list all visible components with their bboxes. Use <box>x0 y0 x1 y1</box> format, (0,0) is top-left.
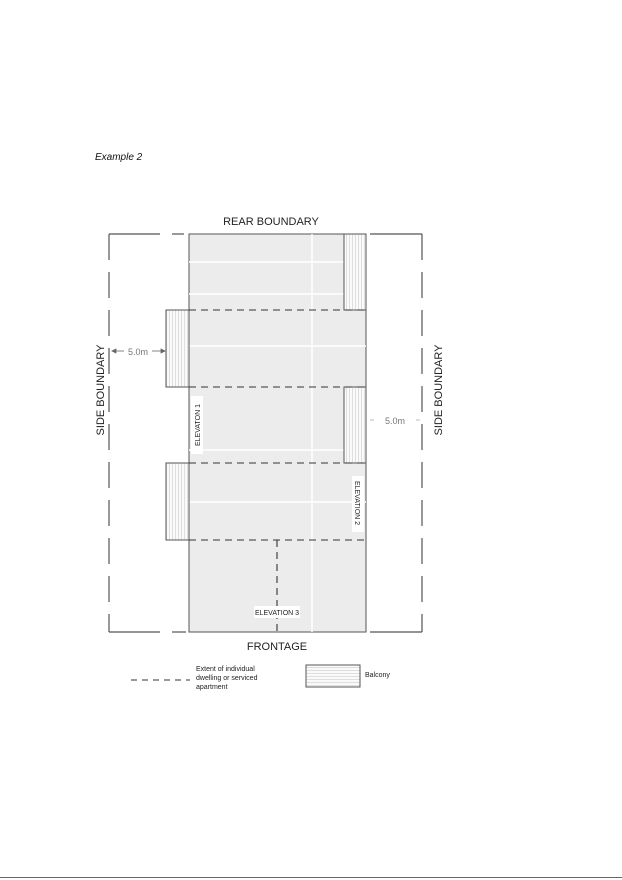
setback-left-label: 5.0m <box>128 347 148 357</box>
balcony-4 <box>165 462 190 541</box>
setback-left-dimension <box>111 348 166 354</box>
dwelling-extent-lines <box>189 309 366 632</box>
balcony-2 <box>165 309 190 388</box>
example-caption: Example 2 <box>95 152 143 163</box>
side-boundary-left-label: SIDE BOUNDARY <box>95 344 107 436</box>
rear-boundary-label: REAR BOUNDARY <box>223 216 319 228</box>
balcony-1 <box>343 233 367 311</box>
page-footer-rule <box>0 877 622 878</box>
elevation-3-label: ELEVATION 3 <box>255 610 299 617</box>
side-boundary-right-label: SIDE BOUNDARY <box>433 344 445 436</box>
balcony-3 <box>343 386 367 464</box>
site-boundary <box>108 233 423 633</box>
legend-balcony-swatch <box>305 664 361 688</box>
elevation-1-label: ELEVATON 1 <box>195 404 202 446</box>
setback-right-label: 5.0m <box>385 416 405 426</box>
legend-dwelling-text: Extent of individual dwelling or service… <box>196 666 259 691</box>
legend-balcony-text: Balcony <box>365 672 390 679</box>
elevation-2-label: ELEVATION 2 <box>353 481 360 525</box>
building-grid <box>189 234 366 632</box>
frontage-label: FRONTAGE <box>247 641 307 653</box>
